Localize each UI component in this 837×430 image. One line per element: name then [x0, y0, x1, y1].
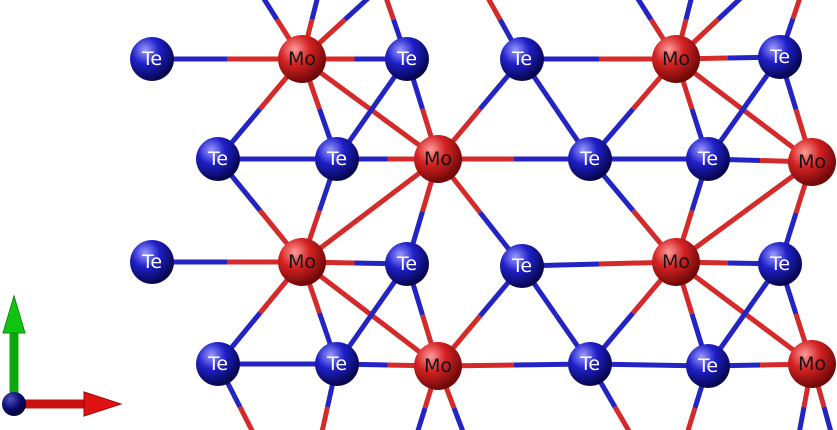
mo-atom-sphere [652, 35, 700, 83]
mo-atom-label: Mo [424, 148, 452, 170]
te-atom-label: Te [579, 353, 600, 375]
mo-atom: Mo [414, 135, 462, 183]
te-atom-label: Te [769, 46, 790, 68]
te-atom: Te [196, 137, 240, 181]
te-atom: Te [686, 344, 730, 388]
te-atom-label: Te [141, 251, 162, 273]
te-atom-sphere [315, 137, 359, 181]
te-atom-sphere [196, 342, 240, 386]
mo-atom-sphere [788, 138, 836, 186]
te-atom-sphere [568, 137, 612, 181]
axis-indicator [2, 294, 123, 417]
te-atom-label: Te [207, 353, 228, 375]
mo-atom-sphere [652, 238, 700, 286]
mo-atom-sphere [414, 342, 462, 390]
te-atom-sphere [500, 244, 544, 288]
te-atom-sphere [196, 137, 240, 181]
te-bond-half [261, 0, 280, 21]
te-atom-label: Te [396, 48, 417, 70]
mo-atom-sphere [414, 135, 462, 183]
te-bond-half [451, 407, 466, 430]
te-atom-label: Te [511, 48, 532, 70]
te-atom-label: Te [697, 355, 718, 377]
te-atom-sphere [500, 37, 544, 81]
mo-atom: Mo [788, 340, 836, 388]
mo-atom-label: Mo [662, 251, 690, 273]
mo-bond-half [319, 406, 330, 430]
te-atom: Te [568, 342, 612, 386]
mo-atom-sphere [278, 35, 326, 83]
te-atom: Te [130, 240, 174, 284]
bond-layer [152, 0, 834, 430]
mo-atom: Mo [278, 35, 326, 83]
te-bond-half [415, 407, 428, 430]
te-atom-label: Te [769, 253, 790, 275]
te-atom-sphere [130, 37, 174, 81]
te-atom-sphere [130, 240, 174, 284]
mo-atom-label: Mo [798, 353, 826, 375]
te-atom: Te [568, 137, 612, 181]
mo-bond-half [790, 0, 802, 20]
mo-atom: Mo [414, 342, 462, 390]
mo-bond-half [237, 405, 255, 430]
te-atom-label: Te [396, 253, 417, 275]
te-atom-sphere [686, 344, 730, 388]
mo-atom-label: Mo [288, 251, 316, 273]
te-atom-label: Te [326, 148, 347, 170]
mo-atom-label: Mo [288, 48, 316, 70]
mo-atom: Mo [652, 238, 700, 286]
te-bond-half [343, 0, 370, 22]
axis-y-arrowhead [2, 294, 26, 334]
te-atom-sphere [385, 242, 429, 286]
te-atom: Te [130, 37, 174, 81]
te-atom-sphere [758, 242, 802, 286]
te-atom: Te [758, 242, 802, 286]
te-atom-label: Te [326, 353, 347, 375]
te-bond-half [821, 406, 834, 430]
te-atom-sphere [758, 35, 802, 79]
te-atom-sphere [568, 342, 612, 386]
mo-atom-label: Mo [798, 151, 826, 173]
mo-atom-label: Mo [662, 48, 690, 70]
te-atom-sphere [686, 137, 730, 181]
mo-bond-half [486, 0, 503, 21]
te-bond-half [683, 0, 694, 21]
mo-bond-half [612, 405, 632, 430]
mo-atom-sphere [788, 340, 836, 388]
mo-atom: Mo [652, 35, 700, 83]
te-atom: Te [385, 37, 429, 81]
te-atom-label: Te [207, 148, 228, 170]
te-bond-half [309, 0, 320, 21]
te-bond-half [797, 406, 807, 430]
te-atom: Te [385, 242, 429, 286]
te-atom-label: Te [579, 148, 600, 170]
mo-atom-sphere [278, 238, 326, 286]
mo-atom-label: Mo [424, 355, 452, 377]
mo-atom: Mo [788, 138, 836, 186]
mo-bond-half [685, 407, 698, 430]
te-atom-label: Te [511, 255, 532, 277]
te-atom: Te [315, 137, 359, 181]
te-atom: Te [758, 35, 802, 79]
te-atom: Te [500, 244, 544, 288]
te-atom-sphere [315, 342, 359, 386]
te-bond-half [716, 0, 743, 22]
axis-origin [2, 392, 26, 416]
te-atom: Te [315, 342, 359, 386]
te-atom-label: Te [141, 48, 162, 70]
mo-atom: Mo [278, 238, 326, 286]
mo-bond-half [384, 0, 396, 21]
te-atom-label: Te [697, 148, 718, 170]
te-atom-sphere [385, 37, 429, 81]
te-atom: Te [196, 342, 240, 386]
te-atom: Te [686, 137, 730, 181]
te-bond-half [635, 0, 654, 21]
axis-x-arrowhead [83, 391, 123, 417]
te-atom: Te [500, 37, 544, 81]
